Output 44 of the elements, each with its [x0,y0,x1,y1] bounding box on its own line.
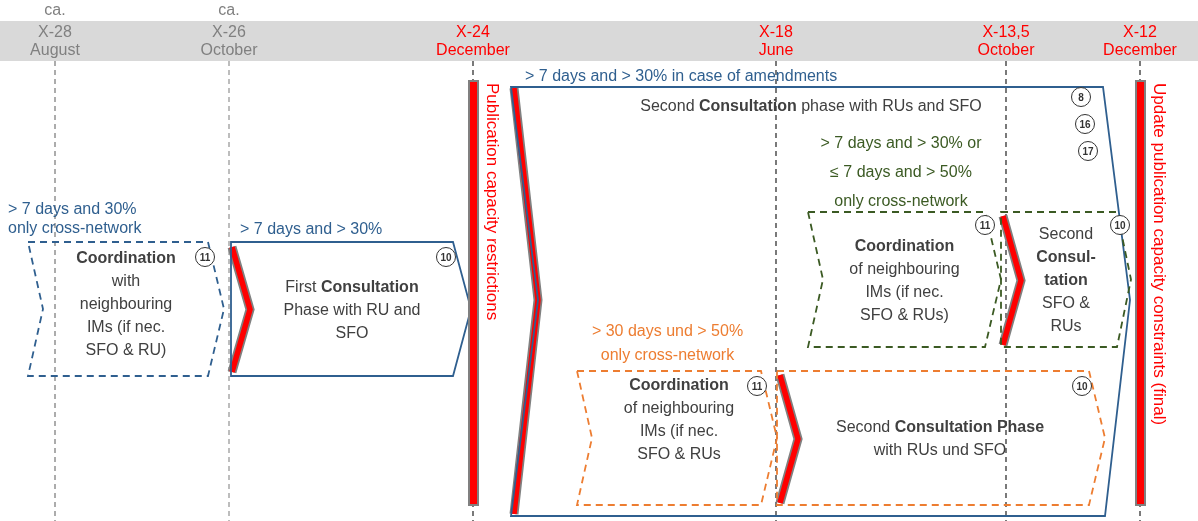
timeline-label: X-24 [456,23,490,41]
callout-number: 11 [747,376,767,396]
callout-number: 10 [1072,376,1092,396]
callout-number: 10 [1110,215,1130,235]
threshold-note: > 7 days and > 30% or ≤ 7 days and > 50% only cross-network [819,133,983,211]
phase-label: Second Consultation Phase with RUs und SFO [834,417,1046,460]
phase-label: Second Consultation phase with RUs and SFO [640,96,982,116]
threshold-note: > 7 days and 30% only cross-network [8,199,143,237]
milestone-label: Update publication capacity constraints (final) [1149,83,1169,426]
timeline-label: X-18 [759,23,793,41]
timeline-label: ca. [218,1,240,19]
threshold-note: > 7 days and > 30% [240,219,383,239]
timeline-label: X-26 [212,23,246,41]
timeline-label: X-13,5 [982,23,1030,41]
callout-number: 8 [1071,87,1091,107]
callout-number: 10 [436,247,456,267]
timeline-label: October [977,41,1035,59]
timeline-label: December [1103,41,1177,59]
timeline-label: ca. [44,1,66,19]
callout-number: 11 [195,247,215,267]
process-step [577,371,777,505]
process-step [777,371,1105,505]
process-step [808,212,1001,347]
timeline-label: October [200,41,258,59]
timeline-label: August [30,41,80,59]
threshold-note: > 30 days und > 50% only cross-network [590,321,745,365]
phase-label: Coordination with neighbouring IMs (if nec. SFO & RU) [75,248,177,360]
process-step [28,242,224,376]
phase-label: Coordination of neighbouring IMs (if nec. SFO & RUs [623,375,735,464]
callout-number: 17 [1078,141,1098,161]
callout-number: 11 [975,215,995,235]
process-step [1001,212,1131,347]
phase-label: First Consultation Phase with RU and SFO [282,276,422,343]
phase-label: Second Consul-tation SFO & RUs [1035,224,1097,336]
timeline-label: June [758,41,794,59]
phase-frame [511,87,1131,517]
threshold-note: > 7 days and > 30% in case of amendments [525,66,838,86]
timeline-label: December [436,41,510,59]
timeline-label: X-28 [38,23,72,41]
milestone-label: Publication capacity restrictions [482,83,502,321]
phase-label: Coordination of neighbouring IMs (if nec. SFO & RUs) [848,235,961,325]
timeline-label: X-12 [1123,23,1157,41]
process-step [231,242,471,376]
callout-number: 16 [1075,114,1095,134]
